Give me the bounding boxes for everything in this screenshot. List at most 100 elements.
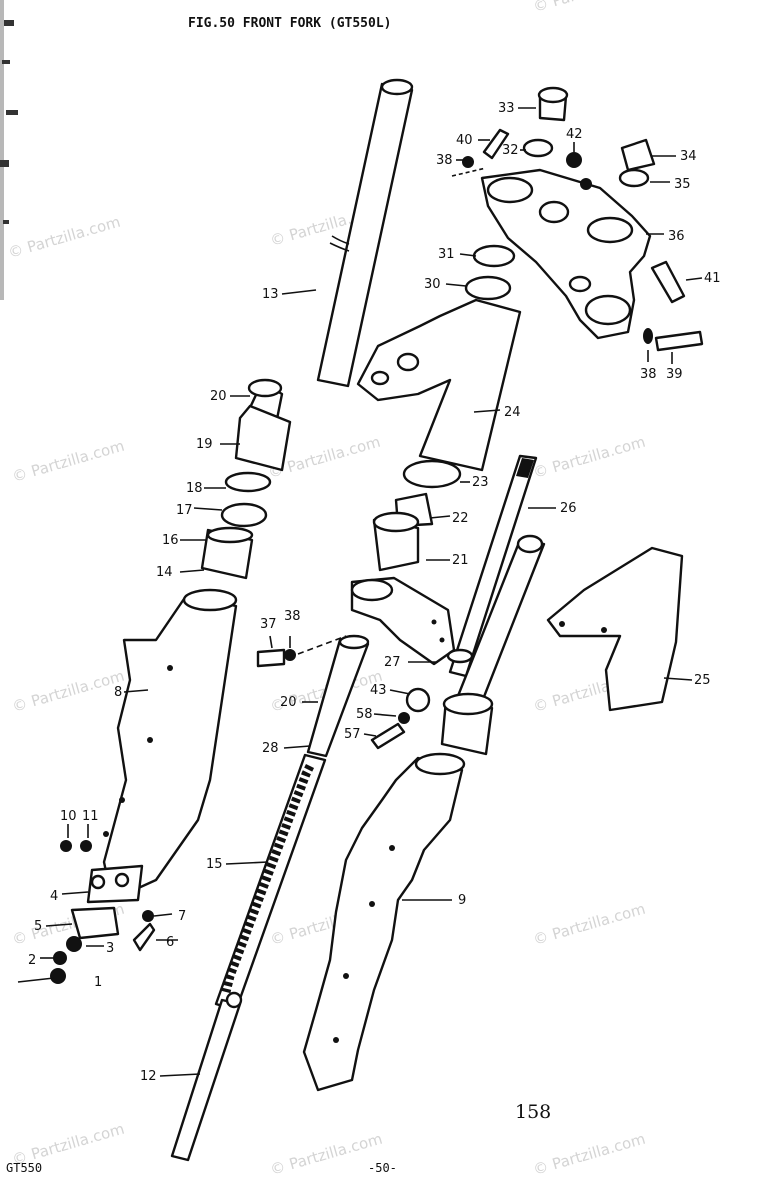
callout-label: 33 [498,101,515,116]
spacer [234,404,292,472]
race-30 [464,275,512,301]
callout-label: 5 [34,919,42,934]
callout-label: 31 [438,247,455,262]
callout-label: 40 [456,133,473,148]
callout-label: 2 [28,953,36,968]
cap-nut [50,968,66,984]
axle-holder [86,864,144,904]
bolt-57 [370,722,406,750]
headlight-bracket-25 [546,546,684,712]
damper-rod [170,998,242,1162]
callout-label: 3 [106,941,114,956]
washer [66,936,82,952]
washer-38 [462,156,474,168]
callout-label: 22 [452,511,469,526]
watermark: © Partzilla.com [531,900,647,949]
steering-stem-group [256,244,538,750]
callout-label: 12 [140,1069,157,1084]
callout-label: 24 [504,405,521,420]
inner-tube-top [380,78,414,96]
watermark: © Partzilla.com [531,1130,647,1179]
callout-label: 37 [260,617,277,632]
washer-32 [522,138,554,158]
callout-label: 16 [162,533,179,548]
callout-label: 19 [196,437,213,452]
callout-label: 38 [436,153,453,168]
callout-label: 32 [502,143,519,158]
snap-ring [224,471,272,493]
watermark: © Partzilla.com [531,0,647,16]
callout-label: 7 [178,909,186,924]
nut-42 [566,152,582,168]
watermark: © Partzilla.com [10,667,126,716]
callout-label: 6 [166,935,174,950]
plate-43 [405,687,431,713]
callout-label: 14 [156,565,173,580]
callout-label: 28 [262,741,279,756]
callout-label: 1 [94,975,102,990]
callout-label: 15 [206,857,223,872]
headlight-bracket [356,298,522,472]
ring [220,502,268,528]
cap-nut-34 [620,138,656,172]
bearing-23 [402,459,462,489]
damper-assembly [170,634,370,1162]
callout-label: 42 [566,127,583,142]
left-outer-tube [102,594,238,902]
callout-label: 4 [50,889,58,904]
drain-bolt [60,840,72,852]
callout-label: 21 [452,553,469,568]
callout-label: 26 [560,501,577,516]
washer-38b [643,328,653,344]
race-31 [472,244,516,268]
callout-label: 8 [114,685,122,700]
footer-page: -50- [368,1161,397,1175]
callout-label: 35 [674,177,691,192]
inner-tube-groove [329,235,350,252]
bolt-37 [256,648,286,668]
nut [53,951,67,965]
clamp [70,906,120,940]
right-outer-tube [302,756,464,1092]
callout-label: 25 [694,673,711,688]
right-fork-assembly [302,534,546,1092]
bolt-39 [654,330,704,352]
page-number: 158 [515,1101,551,1123]
callout-label: 20 [210,389,227,404]
gasket [80,840,92,852]
callout-label: 11 [82,809,99,824]
callout-label: 41 [704,271,721,286]
callout-label: 10 [60,809,77,824]
left-fork-assembly [50,78,414,984]
watermark: © Partzilla.com [268,1130,384,1179]
stud [142,910,154,922]
callout-labels: 1 2 3 4 5 6 7 8 9 10 11 12 13 14 15 16 1… [28,101,721,1084]
watermark: © Partzilla.com [6,213,122,262]
leader-lines [17,107,703,1077]
figure-title: FIG.50 FRONT FORK (GT550L) [188,16,392,31]
washer-58 [398,712,410,724]
callout-label: 57 [344,727,361,742]
model-code: GT550 [6,1161,42,1175]
callout-label: 18 [186,481,203,496]
callout-label: 43 [370,683,387,698]
callout-label: 23 [472,475,489,490]
callout-label: 9 [458,893,466,908]
callout-label: 58 [356,707,373,722]
callout-label: 17 [176,503,193,518]
watermark: © Partzilla.com [10,437,126,486]
callout-label: 39 [666,367,683,382]
callout-label: 38 [284,609,301,624]
scan-noise [0,0,18,300]
callout-label: 36 [668,229,685,244]
callout-label: 27 [384,655,401,670]
upper-bracket-group [462,86,704,352]
callout-label: 30 [424,277,441,292]
washer-38c [284,649,296,661]
callout-label: 20 [280,695,297,710]
bolt-40 [482,128,510,160]
callout-label: 13 [262,287,279,302]
bolt-41 [650,260,686,304]
